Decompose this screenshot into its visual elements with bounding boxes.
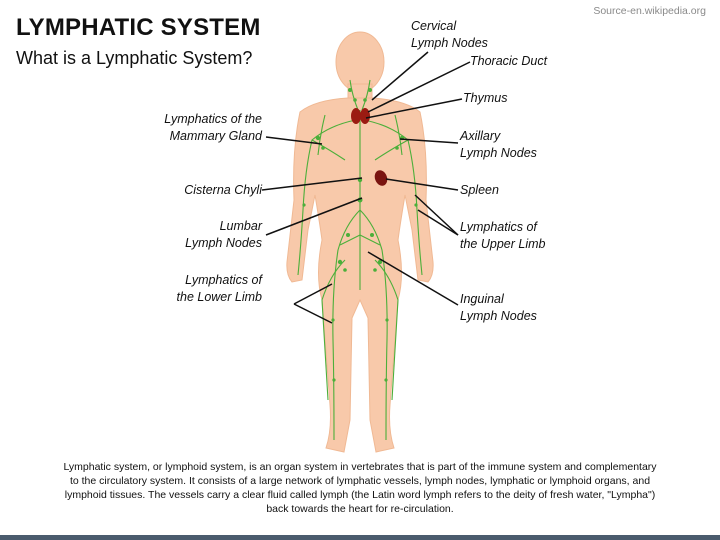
- label-cervical-lymph-nodes: Cervical Lymph Nodes: [411, 19, 488, 50]
- label-lower-limb: Lymphatics of the Lower Limb: [176, 273, 262, 304]
- source-note: Source-en.wikipedia.org: [593, 5, 706, 17]
- label-mammary-gland: Lymphatics of the Mammary Gland: [164, 112, 262, 143]
- label-cisterna-chyli: Cisterna Chyli: [184, 183, 262, 197]
- label-upper-limb: Lymphatics of the Upper Limb: [460, 220, 546, 251]
- label-thymus: Thymus: [463, 91, 508, 105]
- label-inguinal-lymph-nodes: Inguinal Lymph Nodes: [460, 292, 537, 323]
- bottom-bar: [0, 535, 720, 540]
- leader-lines: [261, 51, 471, 324]
- thymus-organ: [351, 108, 370, 124]
- label-axillary-lymph-nodes: Axillary Lymph Nodes: [460, 129, 537, 160]
- description-text: Lymphatic system, or lymphoid system, is…: [63, 461, 657, 515]
- lymph-vessels: [297, 79, 423, 441]
- spleen-organ: [374, 170, 388, 186]
- page-title: LYMPHATIC SYSTEM: [16, 14, 261, 41]
- label-thoracic-duct: Thoracic Duct: [470, 54, 548, 68]
- label-lumbar-lymph-nodes: Lumbar Lymph Nodes: [185, 219, 262, 250]
- page-subtitle: What is a Lymphatic System?: [16, 48, 253, 68]
- label-spleen: Spleen: [460, 183, 499, 197]
